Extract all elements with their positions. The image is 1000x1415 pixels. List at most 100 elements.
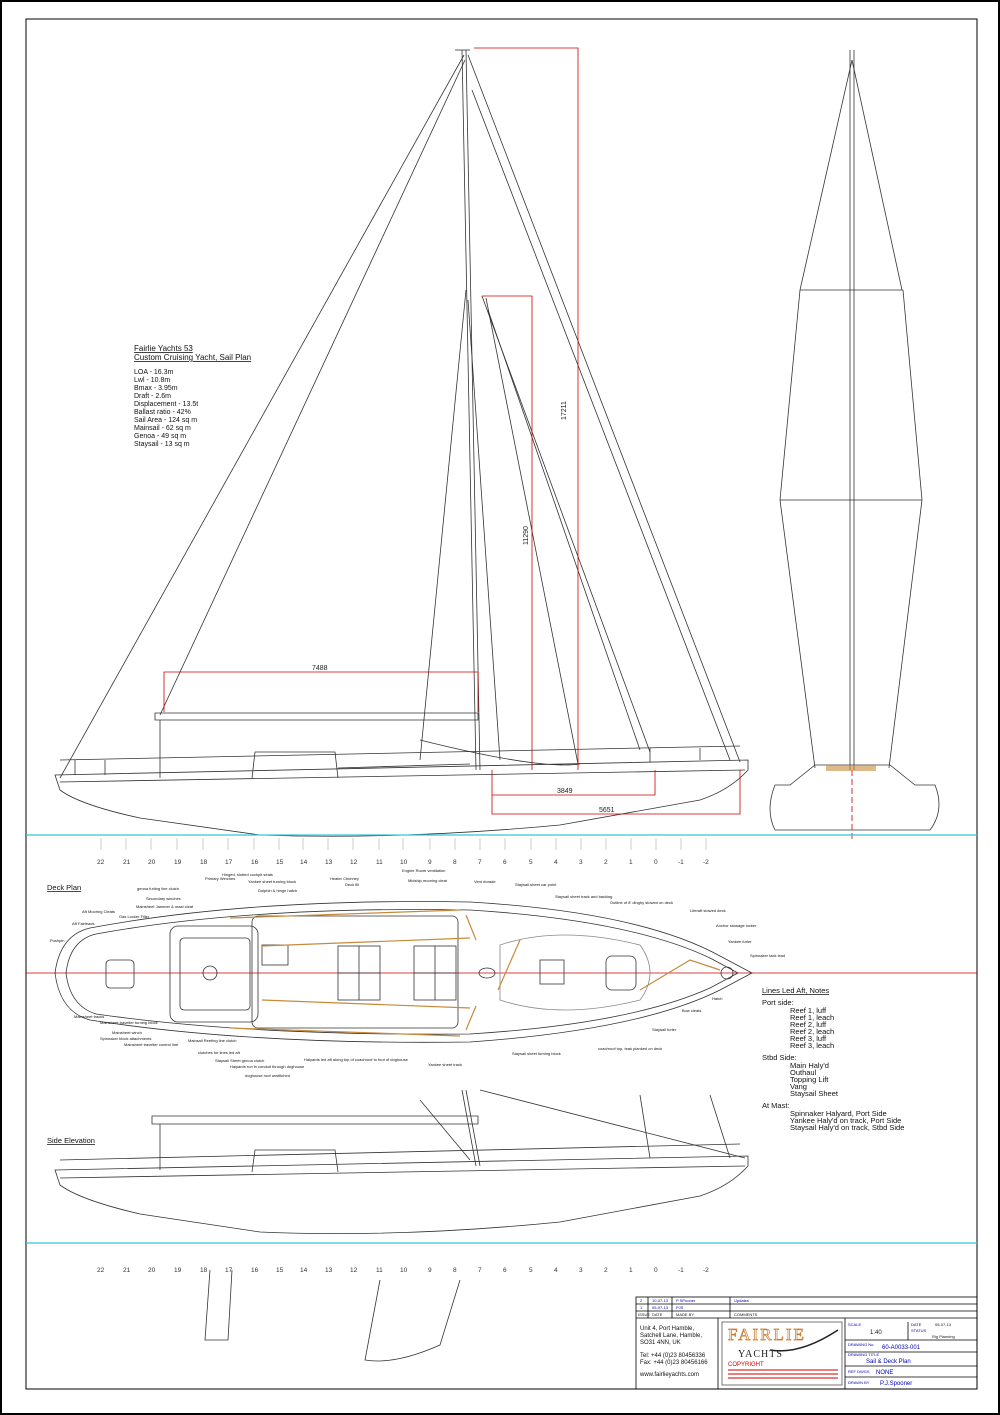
drawn-by-label: DRAWN BY xyxy=(848,1380,870,1385)
deck-label: Staysail sheet turning block xyxy=(512,1051,561,1056)
note-line: Reef 2, leach xyxy=(790,1027,834,1036)
spec-line: Genoa - 49 sq m xyxy=(134,433,186,440)
station-label: 17 xyxy=(225,859,233,866)
deck-label: Yankee sheet turning block xyxy=(248,879,296,884)
deck-label: Anchor stowage locker xyxy=(716,923,757,928)
station-label: 21 xyxy=(123,1267,131,1274)
front-view xyxy=(769,50,940,840)
station-label: 13 xyxy=(325,1267,333,1274)
drawing-info: SCALE 1:40 DATE 05-07-13 STATUS Rig Plan… xyxy=(848,1322,955,1387)
station-label: 19 xyxy=(174,859,182,866)
rev-header: ISSUE xyxy=(638,1312,650,1317)
rev-header: MADE BY xyxy=(676,1312,694,1317)
rev-issue: 2 xyxy=(640,1298,643,1303)
station-label: 2 xyxy=(604,1267,608,1274)
deck-labels-left: Primary Winches Hinged, slotted cockpit … xyxy=(50,872,273,1047)
deck-label: Midship mooring cleat xyxy=(408,878,448,883)
deck-label: Gas Locker Filler xyxy=(119,914,150,919)
logo-text: FAIRLIE xyxy=(728,1325,806,1344)
rev-date: 10-07-13 xyxy=(652,1298,669,1303)
deck-label: Mainsheet traveller turning block xyxy=(100,1020,158,1025)
dim-staysail-height: 11290 xyxy=(523,526,530,545)
cockpit xyxy=(169,925,259,1023)
status-label: STATUS xyxy=(911,1328,927,1333)
station-label: 14 xyxy=(300,1267,308,1274)
station-label: -2 xyxy=(703,859,709,866)
station-label: 3 xyxy=(579,1267,583,1274)
copyright-heading: COPYRIGHT xyxy=(728,1362,764,1368)
note-line: Reef 2, luff xyxy=(790,1020,827,1029)
note-line: Topping Lift xyxy=(790,1075,829,1084)
rev-made-by: P SPooner xyxy=(676,1298,696,1303)
note-line: Vang xyxy=(790,1082,807,1091)
note-line: Spinnaker Halyard, Port Side xyxy=(790,1109,887,1118)
deck-labels-bottom: clutches for lines led aft Staysail Shee… xyxy=(198,996,722,1078)
scale-label: SCALE xyxy=(848,1322,861,1327)
station-label: 7 xyxy=(478,859,482,866)
deck-labels-top: Yankee sheet turning block Dolphin & hin… xyxy=(248,868,785,958)
station-label: 15 xyxy=(276,859,284,866)
notes-heading: At Mast: xyxy=(762,1101,790,1110)
rudder xyxy=(204,1269,233,1341)
deck-outline xyxy=(54,901,753,1043)
deck-label: Hatch xyxy=(712,996,722,1001)
note-line: Reef 1, leach xyxy=(790,1013,834,1022)
drawing-no: 60-A0033-001 xyxy=(882,1345,921,1351)
website: www.fairlieyachts.com xyxy=(639,1372,699,1378)
station-label: 15 xyxy=(276,1267,284,1274)
station-label: 12 xyxy=(350,859,358,866)
scale-value: 1:40 xyxy=(870,1330,882,1336)
station-label: 20 xyxy=(148,1267,156,1274)
station-label: 18 xyxy=(200,859,208,866)
deck-label: Liferaft stowed deck xyxy=(690,908,726,913)
station-label: 4 xyxy=(554,859,558,866)
sail-plan-subtitle: Custom Cruising Yacht, Sail Plan xyxy=(134,353,251,362)
station-label: 17 xyxy=(225,1267,233,1274)
staysail-luff xyxy=(481,295,651,753)
note-line: Staysail Haly'd on track, Stbd Side xyxy=(790,1123,904,1132)
deck-label: clutches for lines led aft xyxy=(198,1050,241,1055)
rev-header: DATE xyxy=(652,1312,663,1317)
mainsail-leech xyxy=(159,59,466,716)
date-label: DATE xyxy=(911,1322,922,1327)
spec-line: LOA - 16.3m xyxy=(134,369,173,376)
deck-plan xyxy=(54,901,753,1043)
deck-label: Spinnaker tack lead xyxy=(750,953,785,958)
station-label: 5 xyxy=(529,859,533,866)
spec-line: Staysail - 13 sq m xyxy=(134,441,190,448)
station-label: 6 xyxy=(503,859,507,866)
notes-title: Lines Led Aft, Notes xyxy=(762,986,829,995)
deck-label: genoa furling line clutch xyxy=(137,886,179,891)
sail-plan-profile xyxy=(54,49,749,837)
rev-made-by: PJS xyxy=(676,1305,684,1310)
deck-label: Mainsheet winch xyxy=(112,1030,142,1035)
station-label: 0 xyxy=(654,859,658,866)
spec-line: Displacement - 13.5t xyxy=(134,401,198,408)
station-label: 8 xyxy=(453,859,457,866)
notes-heading: Port side: xyxy=(762,998,794,1007)
station-label: 6 xyxy=(503,1267,507,1274)
notes-heading: Stbd Side: xyxy=(762,1053,797,1062)
logo-subtext: YACHTS xyxy=(738,1349,783,1360)
stations-bottom: 22 21 20 19 18 17 16 15 14 13 12 11 10 9… xyxy=(97,1267,709,1274)
deck-label: Pushpin xyxy=(50,938,64,943)
status-value: Rig Planning xyxy=(932,1334,955,1339)
station-label: 14 xyxy=(300,859,308,866)
deck-label: Yankee sheet track xyxy=(428,1062,462,1067)
station-label: 10 xyxy=(400,859,408,866)
station-label: 3 xyxy=(579,859,583,866)
deck-label: Staysail furler xyxy=(652,1027,677,1032)
deck-label: Aft Fairleads xyxy=(72,921,94,926)
deck-label: Vent dorade xyxy=(474,879,496,884)
mast xyxy=(461,49,477,771)
wheel-icon xyxy=(202,965,218,981)
note-line: Main Haly'd xyxy=(790,1061,829,1070)
station-label: 16 xyxy=(251,1267,259,1274)
revision-table: 2 10-07-13 P SPooner Updates 1 05-07-13 … xyxy=(638,1298,758,1317)
deck-label: coachroof top, teak planked on deck xyxy=(598,1046,662,1051)
station-label: 4 xyxy=(554,1267,558,1274)
deck-label: Aft Mooring Cleats xyxy=(82,909,115,914)
rev-date: 05-07-13 xyxy=(652,1305,669,1310)
station-label: 0 xyxy=(654,1267,658,1274)
station-label: 21 xyxy=(123,859,131,866)
